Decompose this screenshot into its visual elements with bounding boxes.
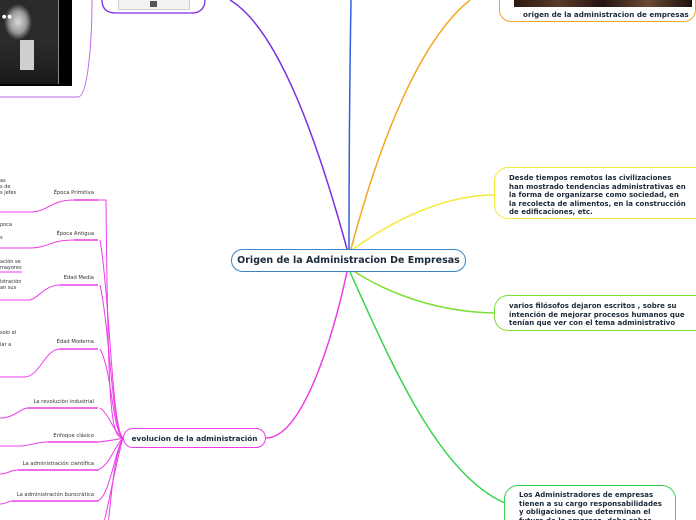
stamp-image xyxy=(118,0,190,10)
civilizations-node[interactable]: Desde tiempos remotos las civilizaciones… xyxy=(494,167,696,219)
era-moderna[interactable]: Edad Moderna xyxy=(57,339,94,345)
branch-line-civilizations xyxy=(352,195,494,250)
stamp-icon xyxy=(150,1,157,7)
branch-line-top xyxy=(349,0,351,249)
era-administracion-burocratica[interactable]: La administración burocrática xyxy=(17,492,94,498)
central-title: Origen de la Administracion De Empresas xyxy=(237,255,460,266)
fragment-text: solo el xyxy=(0,330,16,336)
philosophers-node[interactable]: varios filósofos dejaron escritos , sobr… xyxy=(494,295,696,331)
era-enfoque-clasico[interactable]: Enfoque clásico xyxy=(53,433,94,439)
civilizations-text: Desde tiempos remotos las civilizaciones… xyxy=(509,174,686,216)
era-media[interactable]: Edad Media xyxy=(64,275,94,281)
fragment-text: poca xyxy=(0,222,12,228)
era-antigua[interactable]: Época Antigua xyxy=(57,231,95,237)
fragment-text: mayores xyxy=(0,265,22,271)
era-connectors xyxy=(98,200,123,520)
era-administracion-cientifica[interactable]: La administración científica xyxy=(23,461,94,467)
origin-label: origen de la administracion de empresas xyxy=(523,10,689,19)
era-primitiva[interactable]: Época Primitiva xyxy=(54,190,94,196)
fragment-text: iar a xyxy=(0,342,11,348)
philosophers-text: varios filósofos dejaron escritos , sobr… xyxy=(509,302,685,327)
era-subbranches xyxy=(0,200,74,504)
branch-line-origin xyxy=(351,0,470,249)
origin-node[interactable]: origen de la administracion de empresas xyxy=(499,0,696,22)
era-revolucion-industrial[interactable]: La revolución industrial xyxy=(33,399,94,405)
evolution-node[interactable]: evolucion de la administración xyxy=(123,428,266,448)
administrators-text: Los Administradores de empresas tienen a… xyxy=(519,491,662,520)
fragment-text: an sus xyxy=(0,285,16,291)
portrait-face-icon: ●● xyxy=(0,0,59,84)
branch-line-evolution xyxy=(266,272,347,438)
fragment-text: s xyxy=(0,235,3,241)
branch-line-philosophers xyxy=(352,270,494,313)
banner-image xyxy=(514,0,692,7)
evolution-label: evolucion de la administración xyxy=(131,434,257,443)
portrait-photo: ●● xyxy=(0,0,72,86)
fragment-text: s jefes xyxy=(0,190,16,196)
branch-line-portrait xyxy=(230,0,347,249)
branch-line-administrators xyxy=(350,272,510,505)
administrators-node[interactable]: Los Administradores de empresas tienen a… xyxy=(504,485,676,520)
central-topic[interactable]: Origen de la Administracion De Empresas xyxy=(231,249,466,272)
